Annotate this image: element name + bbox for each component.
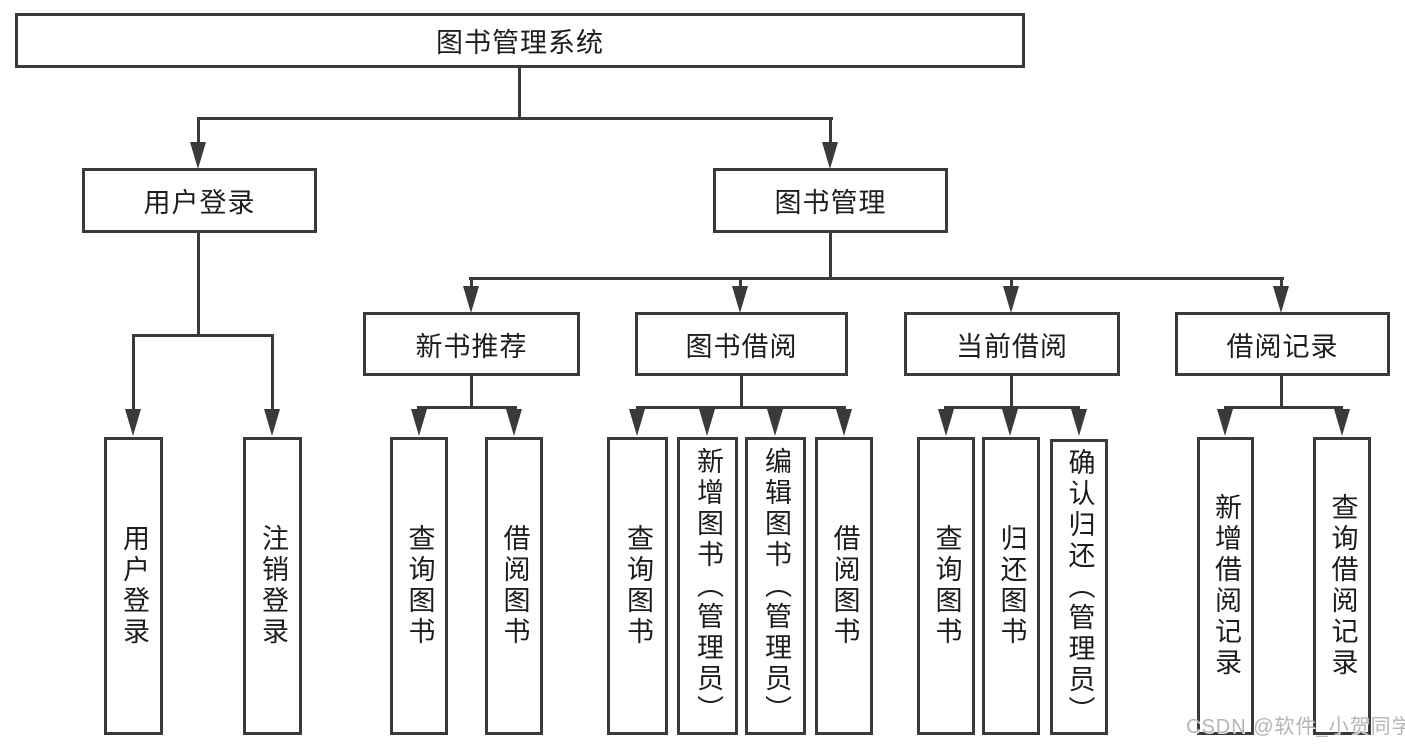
node-new-book-recommend: 新书推荐 [363, 312, 580, 376]
connector-new-book-stem [470, 376, 473, 409]
node-borrow-records: 借阅记录 [1175, 312, 1390, 376]
leaf-br-add-record: 新增借阅记录 [1197, 437, 1254, 735]
connector-book-management-branch [469, 277, 1284, 280]
connector-user-login-stem [197, 233, 200, 336]
connector-root-stem [518, 66, 521, 120]
connector-root-branch [197, 117, 833, 120]
leaf-bb-add-books-admin: 新增图书（管理员） [677, 437, 738, 735]
connector-drop-book-management [829, 117, 832, 147]
leaf-cb-return-books: 归还图书 [982, 437, 1040, 735]
arrowhead-bb-edit [767, 409, 783, 436]
connector-drop-borrow-records [1280, 277, 1283, 289]
connector-drop-current-borrow [1010, 277, 1013, 289]
arrowhead-user-login [190, 142, 206, 169]
connector-drop-book-borrow [739, 277, 742, 289]
arrowhead-cb-query [938, 409, 954, 436]
arrowhead-leaf-logout [264, 409, 280, 436]
arrowhead-borrow-records [1273, 286, 1289, 313]
arrowhead-cb-confirm [1071, 409, 1087, 436]
connector-current-borrow-stem [1010, 376, 1013, 409]
arrowhead-br-query [1334, 409, 1350, 436]
arrowhead-current-borrow [1003, 286, 1019, 313]
watermark-csdn: CSDN @软件_小贺同学 [1186, 716, 1405, 738]
leaf-logout: 注销登录 [243, 437, 302, 735]
connector-new-book-branch [417, 406, 517, 409]
connector-user-login-branch [132, 334, 274, 337]
arrowhead-cb-return [1002, 409, 1018, 436]
connector-drop-leaf-logout [271, 334, 274, 411]
leaf-br-query-record: 查询借阅记录 [1313, 437, 1371, 735]
node-book-borrow: 图书借阅 [635, 312, 848, 376]
connector-borrow-records-branch [1224, 406, 1343, 409]
arrowhead-bb-query [629, 409, 645, 436]
connector-borrow-records-stem [1280, 376, 1283, 409]
leaf-cb-query-books: 查询图书 [917, 437, 975, 735]
leaf-bb-borrow-books: 借阅图书 [815, 437, 873, 735]
connector-drop-user-login [197, 117, 200, 147]
arrowhead-br-add [1217, 409, 1233, 436]
node-book-management: 图书管理 [713, 168, 948, 233]
leaf-bb-query-books: 查询图书 [607, 437, 668, 735]
connector-book-management-stem [829, 233, 832, 280]
arrowhead-leaf-user-login [125, 409, 141, 436]
node-current-borrow: 当前借阅 [904, 312, 1120, 376]
arrowhead-book-borrow [732, 286, 748, 313]
connector-book-borrow-branch [636, 406, 846, 409]
connector-book-borrow-stem [740, 376, 743, 409]
leaf-user-login: 用户登录 [104, 437, 163, 735]
leaf-nb-query-books: 查询图书 [390, 437, 448, 735]
leaf-cb-confirm-return-admin: 确认归还（管理员） [1050, 439, 1108, 735]
connector-drop-leaf-user-login [132, 334, 135, 411]
connector-current-borrow-branch [944, 406, 1080, 409]
arrowhead-nb-query [411, 409, 427, 436]
node-user-login: 用户登录 [82, 168, 317, 233]
arrowhead-new-book [463, 286, 479, 313]
arrowhead-nb-borrow [506, 409, 522, 436]
connector-drop-new-book [470, 277, 473, 289]
node-library-system: 图书管理系统 [15, 13, 1025, 68]
arrowhead-book-management [822, 142, 838, 169]
leaf-nb-borrow-books: 借阅图书 [485, 437, 543, 735]
arrowhead-bb-add [699, 409, 715, 436]
leaf-bb-edit-books-admin: 编辑图书（管理员） [745, 437, 806, 735]
arrowhead-bb-borrow [836, 409, 852, 436]
